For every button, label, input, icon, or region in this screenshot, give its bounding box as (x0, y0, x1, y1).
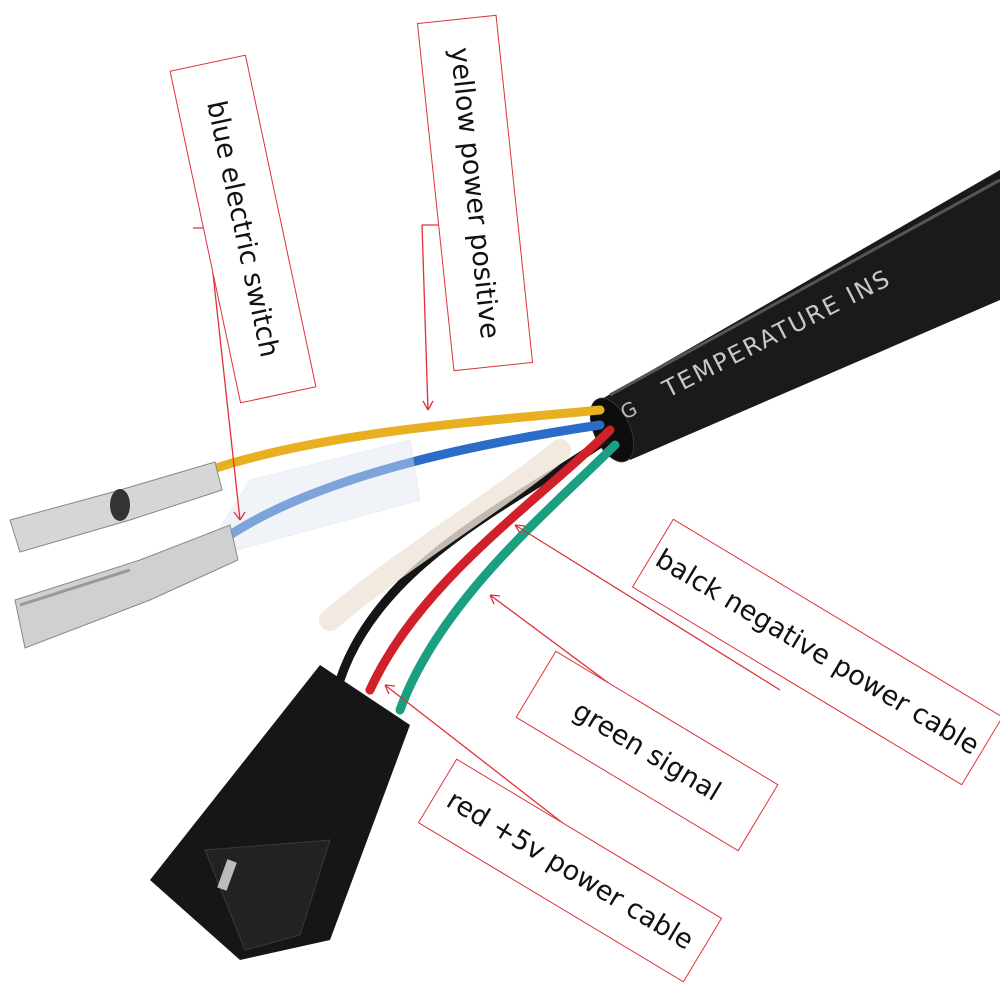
sm-connector (150, 665, 410, 960)
bullet-terminals (9, 461, 239, 649)
fiber-filler (319, 439, 571, 631)
green-wire (395, 440, 620, 715)
leader-lines (193, 224, 781, 839)
blue-wire (225, 420, 605, 540)
label-text: yellow power positive (444, 45, 506, 341)
main-cable: G TEMPERATURE INS (589, 170, 1000, 463)
wires (205, 405, 620, 715)
yellow-wire (205, 405, 605, 475)
red-wire (365, 425, 615, 695)
